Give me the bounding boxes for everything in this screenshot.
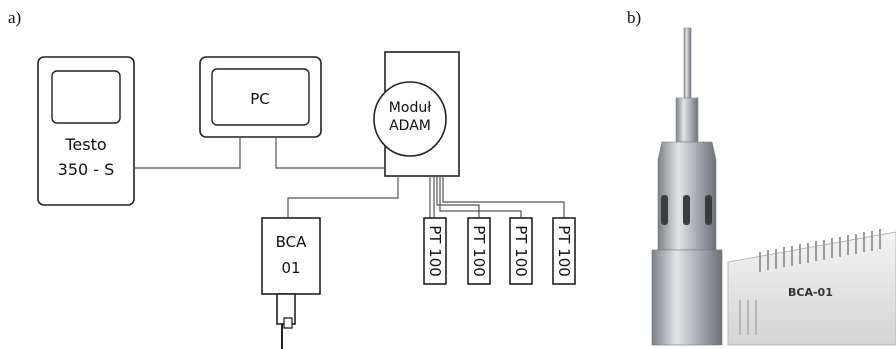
pt100-sensors: PT 100 PT 100 PT 100 PT 100 [424,218,575,284]
pc-label: PC [250,90,270,108]
device-label: BCA-01 [788,286,833,299]
probe-slot [683,195,690,225]
testo-label-2: 350 - S [58,160,115,179]
adam-node: Moduł ADAM [374,52,459,176]
device-photo: BCA-01 [652,28,896,345]
pt100-sensor: PT 100 [424,218,446,284]
probe-neck [676,98,698,142]
pt100-sensor: PT 100 [468,218,490,284]
pt100-label: PT 100 [555,225,573,277]
adam-label-2: ADAM [389,118,431,134]
testo-node: Testo 350 - S [38,57,134,205]
probe-body [652,250,722,345]
pt100-label: PT 100 [470,225,488,277]
pt100-sensor: PT 100 [553,218,575,284]
pt100-label: PT 100 [512,225,530,277]
bca-label-1: BCA [276,233,308,251]
adam-label-1: Moduł [389,100,431,116]
bca-label-2: 01 [281,259,300,277]
pc-node: PC [200,57,321,137]
bca-node: BCA 01 [262,218,320,349]
probe-slot [661,195,668,225]
connections [134,137,564,218]
pt100-sensor: PT 100 [510,218,532,284]
probe-slot [705,195,712,225]
probe-rod [684,28,691,100]
testo-label-1: Testo [64,135,106,154]
pt100-label: PT 100 [426,225,444,277]
